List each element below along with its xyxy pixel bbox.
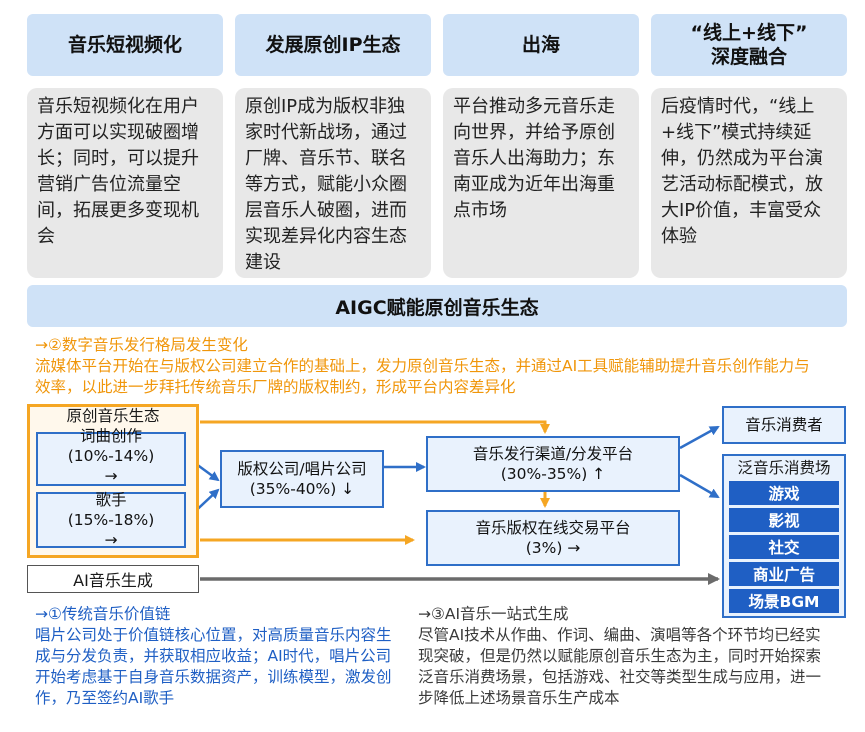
pan-item-game: 游戏 [729, 481, 839, 505]
node-trading-range: (3%) → [525, 539, 581, 557]
note-traditional-chain: →①传统音乐价值链 唱片公司处于价值链核心位置，对高质量音乐内容生成与分发负责，… [35, 604, 400, 709]
node-label-company-range: (35%-40%) ↓ [249, 480, 355, 498]
node-ai-generation: AI音乐生成 [27, 565, 199, 593]
node-lyricist-trend: → [104, 467, 118, 485]
node-label-company: 版权公司/唱片公司 (35%-40%) ↓ [220, 450, 384, 508]
column-header-short-video: 音乐短视频化 [27, 14, 223, 76]
pan-item-bgm: 场景BGM [729, 589, 839, 613]
origin-ecosystem-label: 原创音乐生态 [66, 407, 160, 425]
node-distribution-range: (30%-35%) ↑ [500, 465, 606, 483]
column-body-short-video: 音乐短视频化在用户方面可以实现破圈增长；同时，可以提升营销广告位流量空间，拓展更… [27, 88, 223, 278]
node-lyricist: 词曲创作 (10%-14%) → [36, 427, 186, 486]
pan-item-ads: 商业广告 [729, 562, 839, 586]
node-singer-trend: → [104, 531, 118, 549]
node-singer: 歌手 (15%-18%) → [36, 491, 186, 549]
node-trading-label: 音乐版权在线交易平台 [475, 519, 631, 537]
column-header-text-line1: “线上+线下” [690, 22, 808, 44]
node-singer-range: (15%-18%) [67, 511, 155, 529]
note-traditional-chain-title: →①传统音乐价值链 [35, 605, 171, 623]
column-header-original-ip: 发展原创IP生态 [235, 14, 431, 76]
node-lyricist-range: (10%-14%) [67, 447, 155, 465]
pan-item-social: 社交 [729, 535, 839, 559]
arrow-distribution-to-pan [679, 473, 720, 499]
node-music-consumer: 音乐消费者 [722, 406, 846, 444]
column-body-online-offline: 后疫情时代，“线上+线下”模式持续延伸，仍然成为平台演艺活动标配模式，放大IP价… [651, 88, 847, 278]
node-distribution-label: 音乐发行渠道/分发平台 [472, 445, 634, 463]
column-header-overseas: 出海 [443, 14, 639, 76]
column-header-text: 出海 [521, 34, 560, 56]
note-ai-one-stop-title: →③AI音乐一站式生成 [418, 605, 569, 623]
pan-item-film: 影视 [729, 508, 839, 532]
column-header-online-offline: “线上+线下” 深度融合 [651, 14, 847, 76]
column-header-text: 音乐短视频化 [67, 34, 182, 56]
aigc-banner: AIGC赋能原创音乐生态 [27, 285, 847, 327]
note-traditional-chain-text: 唱片公司处于价值链核心位置，对高质量音乐内容生成与分发负责，并获取相应收益；AI… [35, 626, 392, 707]
arrow-distribution-to-consumer [679, 425, 720, 450]
node-distribution: 音乐发行渠道/分发平台 (30%-35%) ↑ [426, 436, 680, 492]
note-distribution-change: →②数字音乐发行格局发生变化 流媒体平台开始在与版权公司建立合作的基础上，发力原… [35, 335, 825, 398]
node-pan-consumption: 泛音乐消费场 游戏 影视 社交 商业广告 场景BGM [722, 454, 846, 618]
column-header-text-line2: 深度融合 [710, 46, 787, 68]
banner-text: AIGC赋能原创音乐生态 [335, 296, 539, 319]
column-header-text: 发展原创IP生态 [265, 34, 401, 56]
node-singer-label: 歌手 [95, 491, 127, 509]
column-body-overseas: 平台推动多元音乐走向世界，并给予原创音乐人出海助力；东南亚成为近年出海重点市场 [443, 88, 639, 278]
arrow-origin-to-distribution [200, 420, 550, 434]
note-distribution-change-title: →②数字音乐发行格局发生变化 [35, 336, 248, 354]
node-lyricist-label: 词曲创作 [79, 427, 142, 445]
node-label-company-label: 版权公司/唱片公司 [237, 460, 367, 478]
node-trading: 音乐版权在线交易平台 (3%) → [426, 510, 680, 566]
pan-consumption-title: 泛音乐消费场 [737, 459, 831, 477]
note-distribution-change-text: 流媒体平台开始在与版权公司建立合作的基础上，发力原创音乐生态，并通过AI工具赋能… [35, 357, 810, 396]
note-ai-one-stop: →③AI音乐一站式生成 尽管AI技术从作曲、作词、编曲、演唱等各个环节均已经实现… [418, 604, 828, 709]
note-ai-one-stop-text: 尽管AI技术从作曲、作词、编曲、演唱等各个环节均已经实现突破，但是仍然以赋能原创… [418, 626, 822, 707]
column-body-original-ip: 原创IP成为版权非独家时代新战场，通过厂牌、音乐节、联名等方式，赋能小众圈层音乐… [235, 88, 431, 278]
